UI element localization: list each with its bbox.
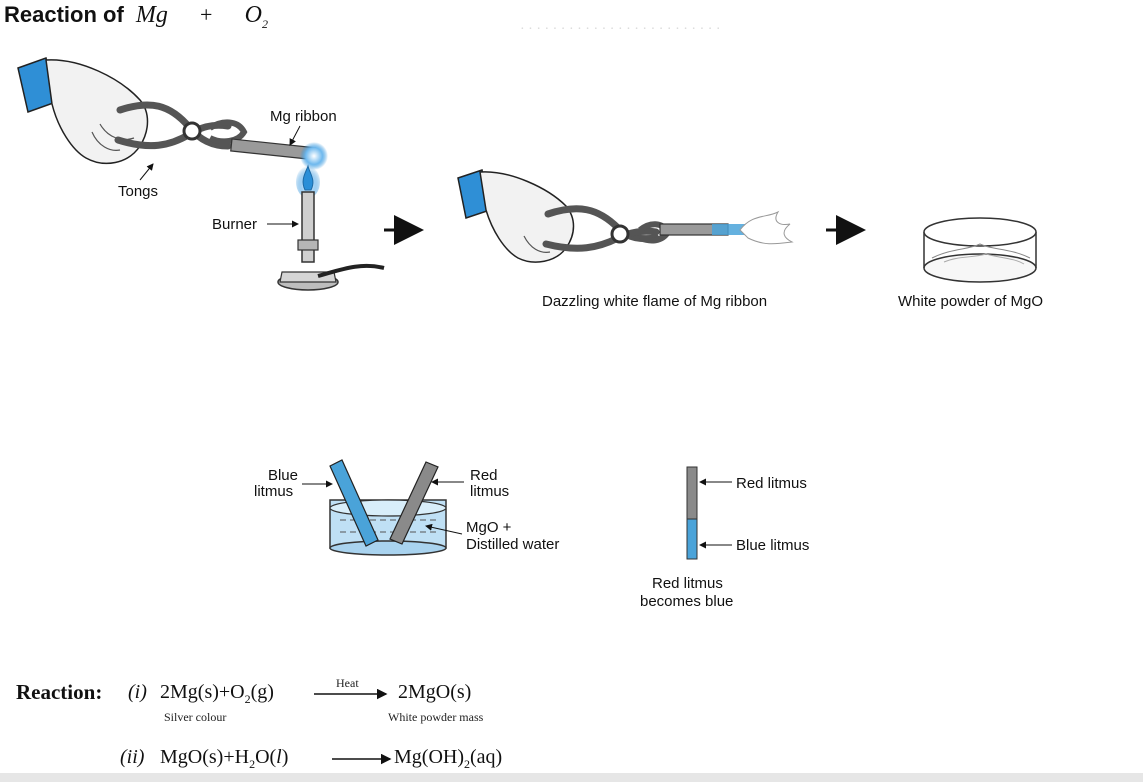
hand-with-tongs-left bbox=[17, 57, 248, 165]
litmus-strip-result bbox=[686, 466, 698, 560]
label-burner: Burner bbox=[212, 216, 258, 233]
eq1-product: 2MgO(s) bbox=[398, 681, 472, 703]
tongs-leader bbox=[139, 163, 154, 181]
label-mg-ribbon: Mg ribbon bbox=[270, 108, 337, 125]
eq1-note-left: Silver colour bbox=[164, 710, 227, 724]
reaction-heading: Reaction: bbox=[16, 680, 103, 704]
eq2-product: Mg(OH)2(aq) bbox=[394, 746, 503, 771]
eq1-number: (i) bbox=[128, 681, 147, 703]
label-result-line2: becomes blue bbox=[640, 593, 734, 610]
eq2-reactants: MgO(s)+H2O(l) bbox=[160, 746, 289, 771]
bunsen-burner bbox=[277, 164, 385, 291]
label-blue-litmus-line1: Blue bbox=[267, 467, 298, 484]
label-mgo-line1: MgO + bbox=[466, 519, 512, 536]
title-reactant-2: O2 bbox=[244, 2, 268, 31]
burning-glow-left bbox=[300, 142, 328, 170]
mg-ribbon-burning-part bbox=[712, 224, 752, 235]
petri-dish bbox=[923, 217, 1037, 283]
hand-with-tongs-middle bbox=[457, 169, 672, 263]
white-flame bbox=[739, 210, 794, 245]
bottom-scrollbar-track bbox=[0, 773, 1143, 782]
label-result-line1: Red litmus bbox=[652, 575, 723, 592]
label-red-litmus-line2: litmus bbox=[470, 483, 510, 500]
label-red-litmus-line1: Red bbox=[470, 467, 498, 484]
label-strip-red: Red litmus bbox=[736, 475, 807, 492]
mg-ribbon-leader bbox=[289, 125, 301, 146]
label-strip-blue: Blue litmus bbox=[736, 537, 810, 554]
eq1-note-right: White powder mass bbox=[388, 710, 484, 724]
label-white-powder: White powder of MgO bbox=[898, 293, 1044, 310]
eq1-condition: Heat bbox=[336, 676, 359, 690]
label-dazzling-flame: Dazzling white flame of Mg ribbon bbox=[542, 293, 768, 310]
label-mgo-line2: Distilled water bbox=[466, 536, 560, 553]
eq2-number: (ii) bbox=[120, 746, 145, 768]
eq1-reactants: 2Mg(s)+O2(g) bbox=[160, 681, 274, 706]
label-tongs: Tongs bbox=[118, 183, 159, 200]
label-blue-litmus-line2: litmus bbox=[254, 483, 294, 500]
title-plus: + bbox=[200, 2, 213, 27]
title-prefix: Reaction of bbox=[4, 2, 124, 27]
litmus-beaker bbox=[329, 459, 447, 556]
title-reactant-1: Mg bbox=[135, 2, 168, 28]
ghost-text: · · · · · · · · · · · · · · · · · · · · … bbox=[520, 22, 721, 37]
mgo-leader bbox=[425, 523, 463, 535]
page-title: Reaction of Mg + O2 bbox=[4, 2, 268, 32]
